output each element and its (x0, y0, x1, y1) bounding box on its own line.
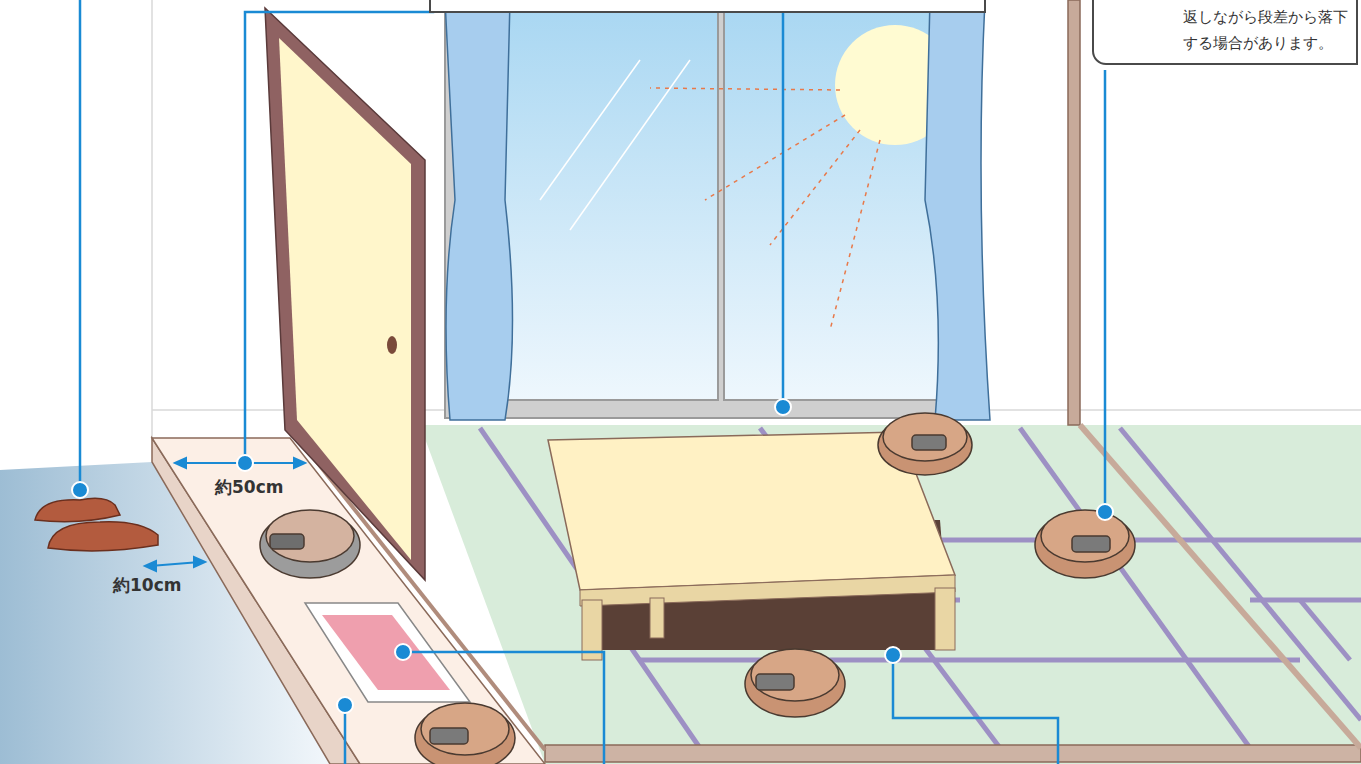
callout-text: 返しながら段差から落下 する場合があります。 (1183, 4, 1348, 57)
callout-box: 返しながら段差から落下 する場合があります。 (1092, 0, 1358, 65)
dimension-label: 約10cm (110, 574, 184, 597)
dimension-label: 約50cm (212, 476, 286, 499)
